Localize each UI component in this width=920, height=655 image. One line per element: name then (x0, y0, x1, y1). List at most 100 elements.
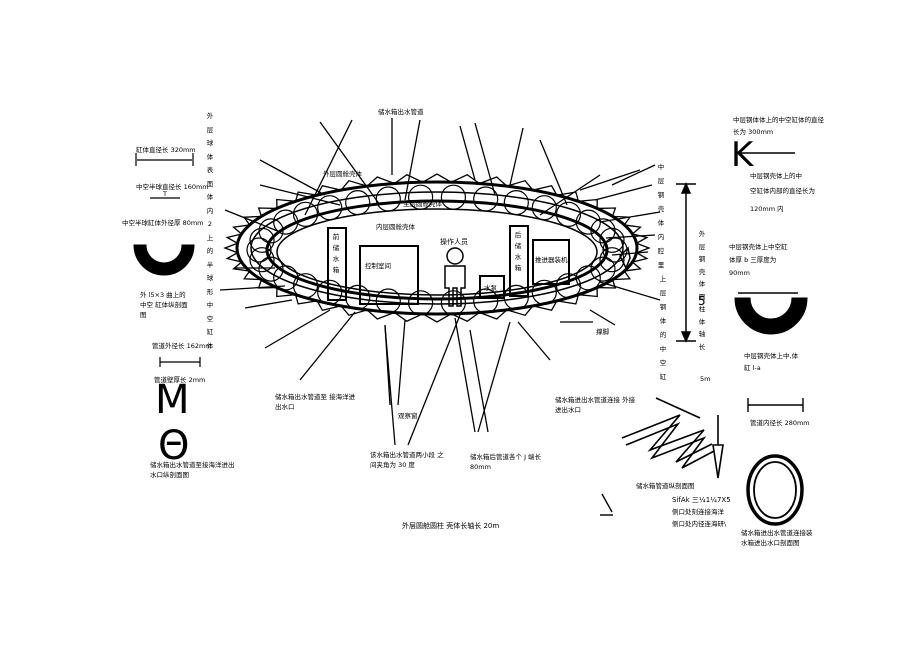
right-pipe-ring (746, 398, 804, 526)
small-arrow (600, 493, 613, 516)
spike (479, 309, 508, 320)
label-tank-pipe-left: 储水箱出水管道至 接海洋进出水口 (275, 393, 356, 411)
spike (294, 294, 318, 305)
label-operator: 操作人员 (440, 238, 468, 246)
scallop-cylinder (258, 256, 284, 282)
label-thruster: 推进器装机 (535, 256, 568, 264)
spike (597, 207, 617, 217)
scallop-cylinder (531, 195, 557, 221)
scallop-cylinder (473, 186, 499, 212)
scallop-cylinders (246, 184, 628, 316)
spike (242, 270, 262, 281)
spike (632, 252, 649, 263)
label-dim-5: 5 (698, 294, 706, 308)
scallop-cylinder (375, 186, 401, 212)
spike (506, 179, 534, 191)
scallop-cylinder (273, 265, 299, 291)
label-right-thick-2: 体厚 b 三厚度为 (729, 256, 777, 264)
scallop-cylinder (408, 290, 434, 316)
label-right-vertical-c: 外层钢壳体圆柱体轴长 (698, 230, 706, 351)
label-window: 观察窗 (398, 412, 418, 420)
label-dim-5m: 5m (700, 375, 711, 383)
label-right-top-1: 中层钢体体上的中空缸体的直径 (733, 116, 824, 124)
spike (276, 198, 296, 209)
label-left-outer-80: 中空半球缸体外径厚 80mm (122, 219, 204, 227)
scallop-cylinder (590, 218, 616, 244)
scallop-cylinder (440, 184, 466, 210)
label-left-hemi-caption: 外 l5×3 曲上的中空 缸体纵剖面图 (140, 291, 188, 319)
label-pipe-caption-left: 储水箱出水管道至接海洋进出 水口纵剖面图 (150, 461, 235, 479)
label-right-vertical-b: 上层钢体的中空缸 (659, 275, 667, 381)
scallop-cylinder (249, 227, 275, 253)
label-left-dia-160: 中空半球直径长 160mm (136, 183, 209, 191)
label-right-top-2: 长为 300mm (733, 128, 774, 136)
spike (340, 305, 368, 317)
zigzag-pipe (621, 397, 724, 479)
label-pipe-162: 管道外径长 162mm (152, 342, 212, 350)
spike (578, 287, 598, 298)
spike (316, 300, 342, 311)
vertical-dimension (676, 182, 696, 343)
label-sifak-3: 侧口处内径连海研\ (672, 520, 727, 528)
label-tank-pipe-section: 储水箱后管道各个 J 端长 80mm (470, 453, 542, 471)
label-top-pipe: 储水箱出水管道 (378, 108, 424, 116)
scallop-cylinder (292, 273, 319, 299)
label-inner-hull: 内层圆舱壳体 (376, 223, 415, 231)
scallop-cylinder (408, 184, 434, 210)
label-pipe-inner-280: 管道内径长 280mm (750, 419, 810, 427)
spike (612, 270, 632, 281)
scallop-cylinder (317, 279, 343, 305)
label-left-t: T (163, 190, 167, 198)
spike (294, 191, 318, 202)
left-hemisphere (133, 153, 195, 276)
label-front-tank: 前储水箱 (332, 233, 340, 274)
spike (506, 305, 534, 317)
scallop-cylinder (246, 237, 272, 263)
spike (225, 252, 242, 263)
label-control-room: 控制室间 (365, 262, 391, 270)
spike (257, 207, 277, 217)
spike (276, 287, 296, 298)
scallop-cylinder (258, 218, 284, 244)
label-tank-pipe-right: 储水箱进出水管道连接 外接进出水口 (555, 396, 636, 414)
scallop-cylinder (531, 279, 557, 305)
label-tank-pipe-section-view: 储水箱管道纵剖面图 (636, 482, 695, 490)
label-left-dia-320: 缸体直径长 320mm (136, 146, 196, 154)
label-right-mid-1: 中层钢壳体上的中 (750, 172, 802, 180)
label-rear-tank: 后储水箱 (514, 231, 522, 272)
label-outer-length: 外层圆舱圆柱 壳体长轴长 20m (402, 522, 500, 530)
scallop-cylinder (575, 265, 601, 291)
spike (450, 311, 480, 322)
spike (556, 294, 580, 305)
spike (232, 224, 250, 235)
label-right-mid-3: 120mm 内 (750, 205, 784, 213)
spike (366, 176, 395, 187)
spike (232, 261, 250, 272)
glyph-big-theta: Θ (158, 423, 190, 469)
scallop-cylinder (292, 201, 319, 227)
label-sifak-2: 侧口处刻连接海洋 (672, 508, 724, 516)
label-pipe-2mm: 管道壁厚长 2mm (154, 376, 206, 384)
label-sifak: SifAk 三¼1¼7X5 (672, 496, 731, 504)
scallop-cylinder (273, 209, 299, 235)
glyph-right-k: K (731, 135, 754, 175)
leader-lines (219, 118, 661, 446)
spike (394, 174, 424, 185)
glyph-big-m: M (155, 377, 190, 423)
label-tank-pipe-angle: 该水箱出水管道两小段 之间夹角为 30 度 (370, 451, 444, 469)
spike (479, 176, 508, 187)
scallop-cylinder (375, 288, 401, 314)
scallop-cylinder (249, 247, 275, 273)
label-right-thick-1: 中层钢壳体上中空缸 (729, 243, 788, 251)
label-right-hemi-1: 中层钢壳体上中,体 (744, 352, 799, 360)
interior (327, 225, 631, 307)
spike (450, 174, 480, 185)
spike (394, 311, 424, 322)
label-right-thick-3: 90mm (729, 269, 750, 277)
label-outer-ring: 外层圆舱壳体 (323, 170, 362, 178)
spike (422, 313, 452, 323)
spike (597, 279, 617, 289)
scallop-cylinder (503, 190, 529, 216)
